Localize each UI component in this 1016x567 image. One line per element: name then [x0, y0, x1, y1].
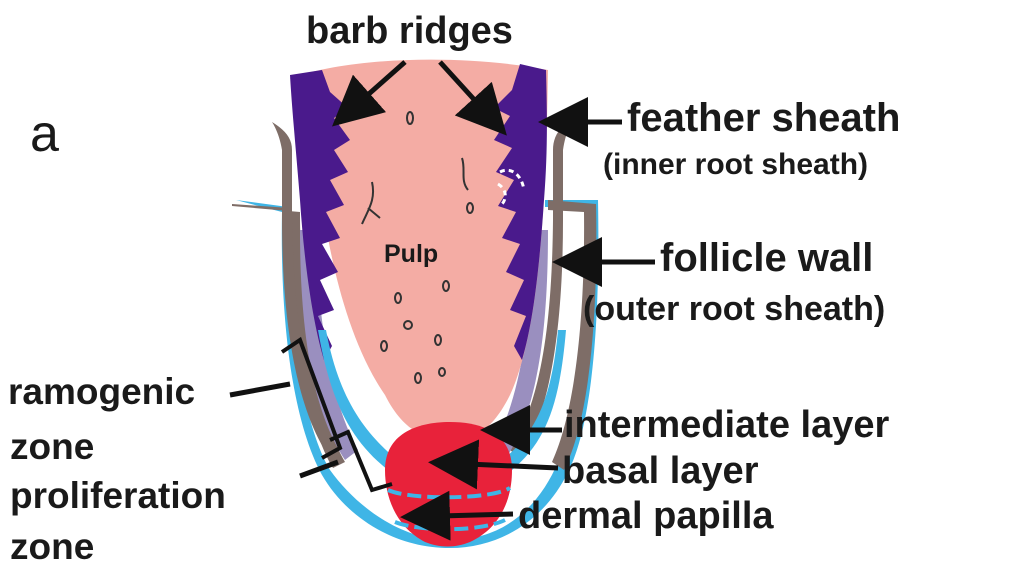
label-feather-sheath: feather sheath	[627, 98, 900, 138]
label-proliferation-zone: zone	[10, 528, 94, 565]
label-proliferation: proliferation	[10, 477, 226, 514]
label-ramogenic-zone: zone	[10, 428, 94, 465]
label-basal-layer: basal layer	[562, 452, 758, 490]
panel-letter: a	[30, 108, 59, 160]
label-follicle-wall: follicle wall	[660, 238, 873, 278]
label-intermediate-layer: intermediate layer	[564, 406, 889, 444]
label-outer-root-sheath: (outer root sheath)	[583, 292, 885, 326]
label-ramogenic: ramogenic	[8, 373, 195, 410]
label-pulp: Pulp	[384, 242, 438, 267]
dermal-papilla-shape	[385, 422, 512, 547]
label-barb-ridges: barb ridges	[306, 12, 513, 50]
label-inner-root-sheath: (inner root sheath)	[603, 150, 868, 180]
label-dermal-papilla: dermal papilla	[518, 497, 774, 535]
